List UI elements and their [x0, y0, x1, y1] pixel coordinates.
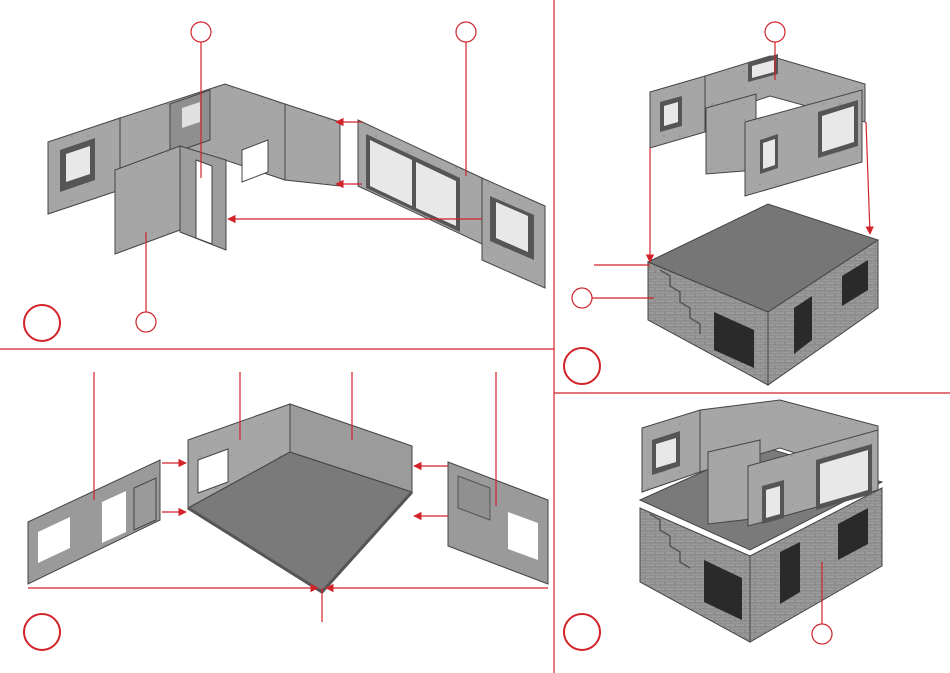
ground-floor-block	[648, 204, 878, 385]
end-wall-with-window	[482, 178, 545, 288]
step-2-panel	[564, 22, 878, 385]
step-4-panel	[564, 400, 882, 650]
inner-walls-assembly	[115, 84, 340, 254]
step-number-marker	[24, 305, 60, 341]
base-plate-with-walls	[188, 404, 412, 592]
wall-with-window	[48, 118, 120, 214]
step-number-marker	[564, 614, 600, 650]
upper-floor-walls	[650, 54, 865, 196]
side-wall-with-windows	[448, 462, 548, 584]
step-1-panel	[24, 22, 545, 341]
step-3-panel	[24, 372, 548, 650]
wall-with-sliding-window	[358, 120, 482, 244]
step-number-marker	[564, 348, 600, 384]
step-number-marker	[24, 614, 60, 650]
